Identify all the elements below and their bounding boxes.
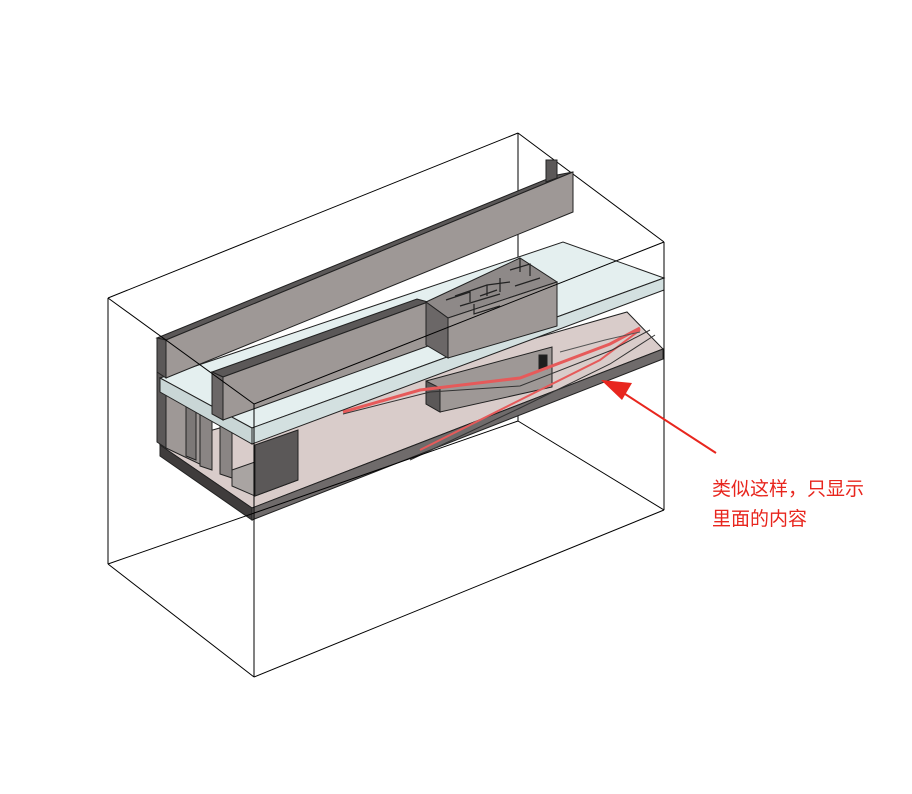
lower-floor-front [251,348,664,521]
pipe-dark-3 [559,331,641,353]
core-side [425,301,449,359]
back-wall-left-end [156,337,167,379]
annotation-text: 类似这样，只显示 里面的内容 [712,474,902,534]
pipe-dark-1 [342,329,651,415]
section-box-front [107,241,665,678]
mid-wall-side [211,371,224,421]
pipe-dark-2 [409,334,656,461]
annotation-line-2: 里面的内容 [712,508,808,530]
back-wall-end [545,159,558,183]
upper-walls [155,159,574,421]
pipe-red-2 [419,329,641,451]
pipe-red-1 [342,326,641,414]
annotation-arrow [601,380,717,454]
lower-box-front [254,429,299,497]
arrow-head [601,380,632,400]
core-partitions [445,258,541,315]
pipe-runs [342,326,656,461]
annotation-line-1: 类似这样，只显示 [712,478,865,500]
